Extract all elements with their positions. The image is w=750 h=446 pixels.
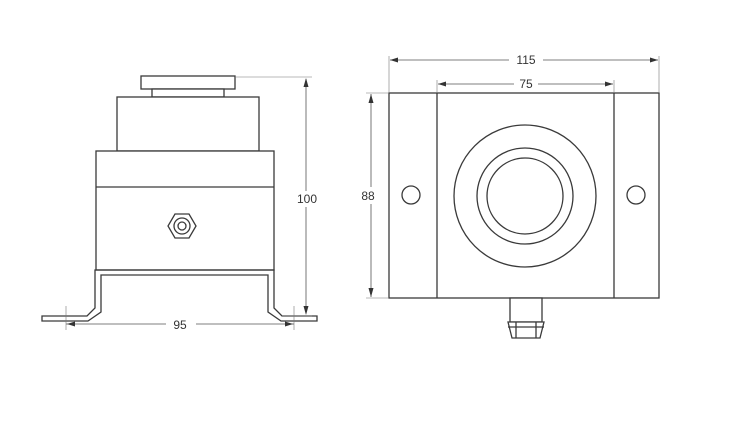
overall-width-dimension: 115 xyxy=(388,53,660,93)
height-dimension: 100 xyxy=(235,76,317,317)
base-width-dimension-label: 95 xyxy=(173,318,187,332)
side-view xyxy=(41,75,318,322)
top-view xyxy=(388,92,660,339)
load-cell-middle-ring xyxy=(476,147,574,245)
side-load-cell-body xyxy=(95,150,275,271)
side-connector-ring xyxy=(173,217,191,235)
side-top-cap xyxy=(140,75,236,90)
side-neck xyxy=(151,88,225,98)
depth-dimension: 88 xyxy=(361,92,389,299)
inner-width-dimension-label: 75 xyxy=(519,77,533,91)
side-connector-hole xyxy=(177,221,187,231)
side-connector-hex xyxy=(167,213,197,239)
inner-width-dimension: 75 xyxy=(436,77,615,93)
right-mounting-hole xyxy=(626,185,646,205)
depth-dimension-label: 88 xyxy=(361,189,375,203)
load-cell-outer-ring xyxy=(453,124,597,268)
base-width-dimension: 95 xyxy=(65,306,295,332)
overall-width-dimension-label: 115 xyxy=(516,53,535,67)
left-mounting-hole xyxy=(401,185,421,205)
top-connector-tip xyxy=(507,321,545,339)
height-dimension-label: 100 xyxy=(297,192,317,206)
top-connector-body xyxy=(509,297,543,323)
side-load-cell-upper xyxy=(116,96,260,152)
side-mounting-bracket xyxy=(41,269,318,322)
load-cell-inner-ring xyxy=(486,157,564,235)
